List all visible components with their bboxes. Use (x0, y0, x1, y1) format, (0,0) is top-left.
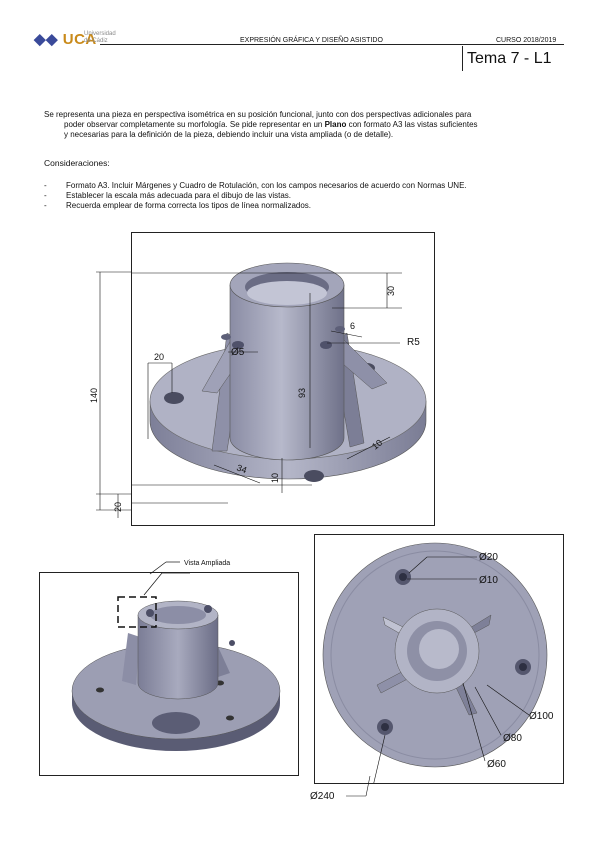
intro-plano: Plano (324, 120, 347, 129)
logo-text: UCA (62, 31, 97, 48)
right-bottom-view-drawing: Ø20 Ø10 Ø100 Ø80 Ø60 (322, 542, 554, 783)
list-item-text: Formato A3. Incluir Márgenes y Cuadro de… (66, 181, 467, 190)
intro-paragraph: Se representa una pieza en perspectiva i… (44, 110, 564, 140)
intro-line-2: poder observar completamente su morfolog… (44, 120, 564, 130)
dim-o60: Ø60 (487, 759, 506, 770)
dim-6: 6 (350, 321, 355, 331)
dim-140-outer: 140 (90, 388, 99, 403)
dim-34: 34 (235, 462, 248, 475)
left-perspective-figure (39, 572, 299, 776)
logo-uca: ◆◆ UCA (34, 30, 97, 48)
main-figure-outer-dimensions: 140 20 (90, 271, 131, 518)
list-item-text: Establecer la escala más adecuada para e… (66, 191, 292, 200)
dim-10-right: 10 (370, 438, 384, 452)
dim-o240: Ø240 (310, 791, 335, 800)
dim-r5: R5 (407, 337, 420, 348)
dim-o20: Ø20 (479, 552, 498, 563)
dim-o10: Ø10 (479, 575, 498, 586)
list-item: -Recuerda emplear de forma correcta los … (44, 201, 312, 210)
tema-divider (462, 46, 463, 71)
right-bottom-view-figure: Ø20 Ø10 Ø100 Ø80 Ø60 (314, 534, 564, 784)
logo-subtitle-line2: de Cádiz (84, 38, 108, 44)
dim-o100: Ø100 (529, 711, 554, 722)
logo-subtitle-line1: Universidad (84, 31, 116, 37)
dim-20-outer: 20 (113, 502, 123, 512)
vista-ampliada-callout: Vista Ampliada (149, 560, 230, 575)
logo-subtitle: Universidad de Cádiz (84, 31, 116, 45)
considerations-list: -Formato A3. Incluir Márgenes y Cuadro d… (44, 181, 467, 211)
vista-ampliada-label: Vista Ampliada (184, 560, 230, 567)
detail-box (117, 596, 157, 628)
course-title: EXPRESIÓN GRÁFICA Y DISEÑO ASISTIDO (240, 37, 383, 44)
dim-o5: Ø5 (231, 347, 245, 358)
left-perspective-drawing (71, 573, 281, 751)
dim-o80: Ø80 (503, 733, 522, 744)
considerations-title: Consideraciones: (44, 158, 110, 168)
dim-93: 93 (297, 388, 307, 398)
intro-line-1: Se representa una pieza en perspectiva i… (44, 110, 472, 119)
course-year: CURSO 2018/2019 (496, 37, 557, 44)
logo-mark-icon: ◆◆ (34, 31, 59, 48)
intro-line-2b: con formato A3 las vistas suficientes (346, 120, 478, 129)
intro-line-2a: poder observar completamente su morfolog… (64, 120, 325, 129)
o240-callout: Ø240 (310, 776, 371, 800)
list-item-text: Recuerda emplear de forma correcta los t… (66, 201, 312, 210)
dim-10-bottom: 10 (270, 473, 280, 483)
list-item: -Formato A3. Incluir Márgenes y Cuadro d… (44, 181, 467, 190)
header-rule (100, 44, 564, 45)
dim-20-top: 20 (154, 352, 164, 362)
tema-title: Tema 7 - L1 (467, 50, 552, 67)
main-isometric-figure: 30 6 R5 Ø5 20 140 93 10 34 10 20 (131, 232, 435, 526)
dim-30: 30 (386, 286, 396, 296)
intro-line-3: y necesarias para la definición de la pi… (64, 130, 394, 139)
main-isometric-drawing: 30 6 R5 Ø5 20 140 93 10 34 10 20 (132, 262, 427, 504)
list-item: -Establecer la escala más adecuada para … (44, 191, 292, 200)
